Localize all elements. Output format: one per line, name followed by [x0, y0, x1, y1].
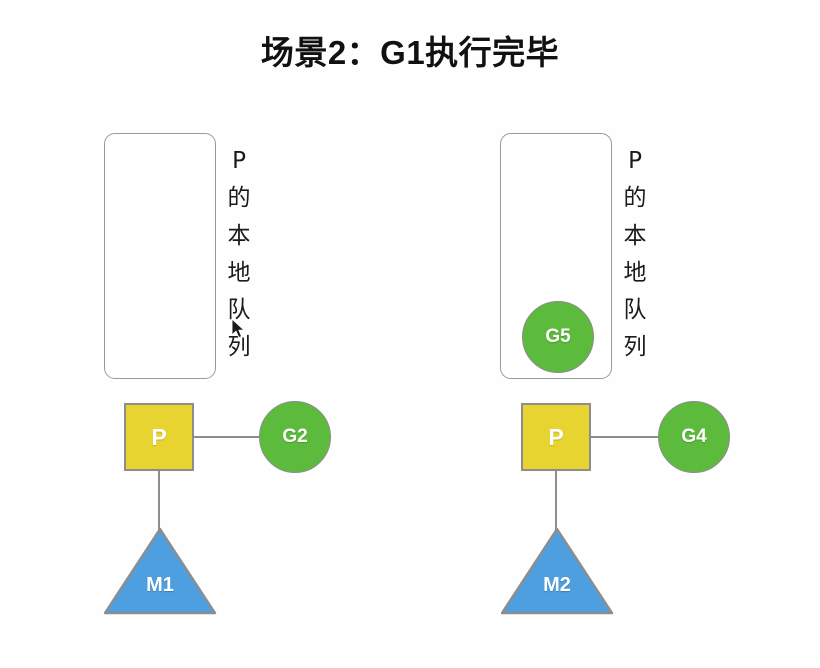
queue-label-char: 本 [623, 222, 647, 249]
edge-processor-to-goroutine-left [194, 436, 264, 438]
machine-triangle-m1[interactable] [102, 526, 218, 616]
goroutine-circle-g4[interactable]: G4 [658, 401, 730, 473]
queue-label-char: 的 [227, 185, 251, 212]
queue-label-char: 地 [623, 259, 647, 286]
edge-processor-to-machine-left [158, 471, 160, 531]
goroutine-circle-g2[interactable]: G2 [259, 401, 331, 473]
machine-label-m1: M1 [146, 574, 174, 596]
local-run-queue-label-left: P 的 本 地 队 列 [226, 143, 252, 367]
goroutine-circle-g5[interactable]: G5 [522, 301, 594, 373]
triangle-shape-icon [500, 527, 614, 615]
queue-label-char: 地 [227, 259, 251, 286]
local-run-queue-label-right: P 的 本 地 队 列 [622, 143, 648, 367]
queue-label-char: 列 [623, 334, 647, 361]
queue-label-char: 队 [227, 297, 251, 323]
edge-processor-to-goroutine-right [591, 436, 662, 438]
triangle-shape-icon [103, 527, 217, 615]
mouse-pointer-icon [231, 318, 247, 340]
processor-square-left[interactable]: P [124, 403, 194, 471]
page-title: 场景2：G1执行完毕 [260, 34, 560, 71]
local-run-queue-box-left [104, 133, 216, 379]
queue-label-char: P [232, 148, 246, 174]
queue-label-char: 队 [623, 297, 647, 323]
machine-triangle-m2[interactable] [499, 526, 615, 616]
processor-square-right[interactable]: P [521, 403, 591, 471]
queue-label-char: 本 [227, 222, 251, 249]
edge-processor-to-machine-right [555, 471, 557, 531]
queue-label-char: P [628, 148, 642, 174]
queue-label-char: 的 [623, 185, 647, 212]
queue-label-char: 列 [227, 334, 251, 361]
machine-label-m2: M2 [543, 574, 571, 596]
